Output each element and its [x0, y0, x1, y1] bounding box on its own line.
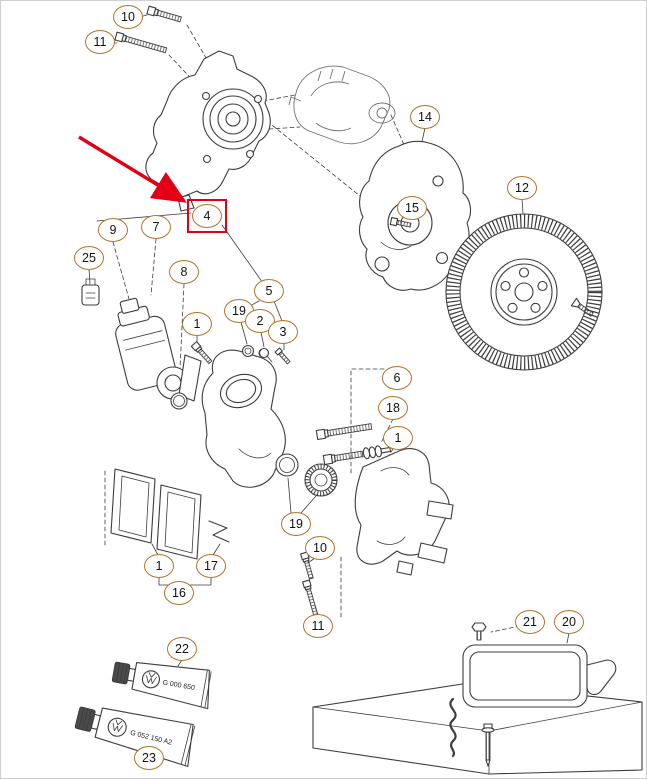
bolt-11-lower: [302, 579, 320, 620]
callout-9[interactable]: 9: [98, 218, 128, 242]
bolt-10-top: [146, 5, 182, 23]
callout-label: 12: [515, 181, 529, 195]
brake-disc: [445, 213, 603, 371]
o-ring-8: [170, 392, 188, 410]
callout-label: 17: [204, 559, 218, 573]
callout-10-lower[interactable]: 10: [305, 536, 335, 560]
callout-17[interactable]: 17: [196, 554, 226, 578]
callout-4[interactable]: 4: [187, 199, 227, 233]
callout-label: 19: [289, 517, 303, 531]
callout-label: 19: [232, 304, 246, 318]
callout-18[interactable]: 18: [378, 396, 408, 420]
screw-15: [389, 217, 412, 228]
bolt-10-lower: [300, 551, 314, 580]
callout-label: 20: [562, 615, 576, 629]
cable-squiggle: [449, 697, 457, 758]
callout-19-lower[interactable]: 19: [281, 512, 311, 536]
seal-19-upper: [241, 344, 255, 358]
callout-label: 7: [152, 220, 160, 234]
callout-label: 1: [155, 559, 163, 573]
callout-15[interactable]: 15: [397, 196, 427, 220]
callout-label: 10: [313, 541, 327, 555]
callout-22[interactable]: 22: [167, 637, 197, 661]
callout-label: 1: [394, 431, 402, 445]
callout-label: 15: [405, 201, 419, 215]
callout-1-caliper[interactable]: 1: [182, 312, 212, 336]
bolt-1-caliper: [190, 341, 213, 365]
callout-11-lower[interactable]: 11: [303, 614, 333, 638]
guide-pin-boot: [322, 445, 392, 465]
grease-tube-22: G 000 650: [111, 661, 212, 710]
callout-1-guide[interactable]: 1: [383, 426, 413, 450]
callout-25[interactable]: 25: [74, 246, 104, 270]
screw-13: [570, 297, 594, 317]
callout-label: 18: [386, 401, 400, 415]
connector-25: [81, 278, 100, 306]
module-screw: [481, 723, 495, 767]
pad-retainer-17: [208, 520, 230, 543]
vw-logo-icon: [107, 717, 127, 737]
callout-label: 21: [523, 615, 537, 629]
callout-6[interactable]: 6: [382, 366, 412, 390]
callout-14[interactable]: 14: [410, 105, 440, 129]
callout-label: 14: [418, 110, 432, 124]
callout-1-pad[interactable]: 1: [144, 554, 174, 578]
brake-pad-outer: [156, 484, 202, 560]
caliper-assembled: [288, 65, 396, 145]
callout-12[interactable]: 12: [507, 176, 537, 200]
callout-label: 23: [142, 751, 156, 765]
callout-21[interactable]: 21: [515, 610, 545, 634]
highlight-arrow: [78, 135, 187, 203]
callout-label: 5: [265, 284, 273, 298]
callout-label: 22: [175, 642, 189, 656]
callout-label: 6: [393, 371, 401, 385]
callout-3[interactable]: 3: [268, 320, 298, 344]
parking-brake-motor: [115, 297, 202, 402]
cap-2: [258, 347, 273, 363]
piston: [304, 463, 338, 497]
callout-label: 9: [109, 223, 117, 237]
callout-label: 2: [256, 314, 264, 328]
wheel-bearing-housing: [145, 50, 271, 212]
caliper-housing: [201, 348, 286, 488]
bleeder-valve-3: [274, 347, 291, 365]
callout-label: 16: [172, 586, 186, 600]
callout-label: 4: [203, 209, 211, 223]
guide-pin-18: [315, 423, 373, 440]
callout-16[interactable]: 16: [164, 581, 194, 605]
callout-8[interactable]: 8: [169, 260, 199, 284]
callout-label: 25: [82, 251, 96, 265]
callout-label: 3: [279, 325, 287, 339]
callout-label: 1: [193, 317, 201, 331]
control-module: [462, 644, 617, 708]
grease-tube-23: G 052 150 A2: [74, 706, 196, 768]
brake-pad-inner: [110, 468, 156, 544]
piston-seal-19: [275, 453, 299, 477]
callout-20[interactable]: 20: [554, 610, 584, 634]
vw-logo-icon: [141, 670, 160, 689]
callout-23[interactable]: 23: [134, 746, 164, 770]
caliper-carrier: [354, 448, 454, 576]
bolt-21: [471, 622, 487, 641]
callout-10-top[interactable]: 10: [113, 5, 143, 29]
callout-5[interactable]: 5: [254, 279, 284, 303]
callout-7[interactable]: 7: [141, 215, 171, 239]
callout-label: 11: [93, 35, 107, 49]
bolt-11-top: [114, 31, 168, 54]
callout-11-top[interactable]: 11: [85, 30, 115, 54]
callout-label: 10: [121, 10, 135, 24]
callout-label: 11: [311, 619, 325, 633]
callout-label: 8: [180, 265, 188, 279]
